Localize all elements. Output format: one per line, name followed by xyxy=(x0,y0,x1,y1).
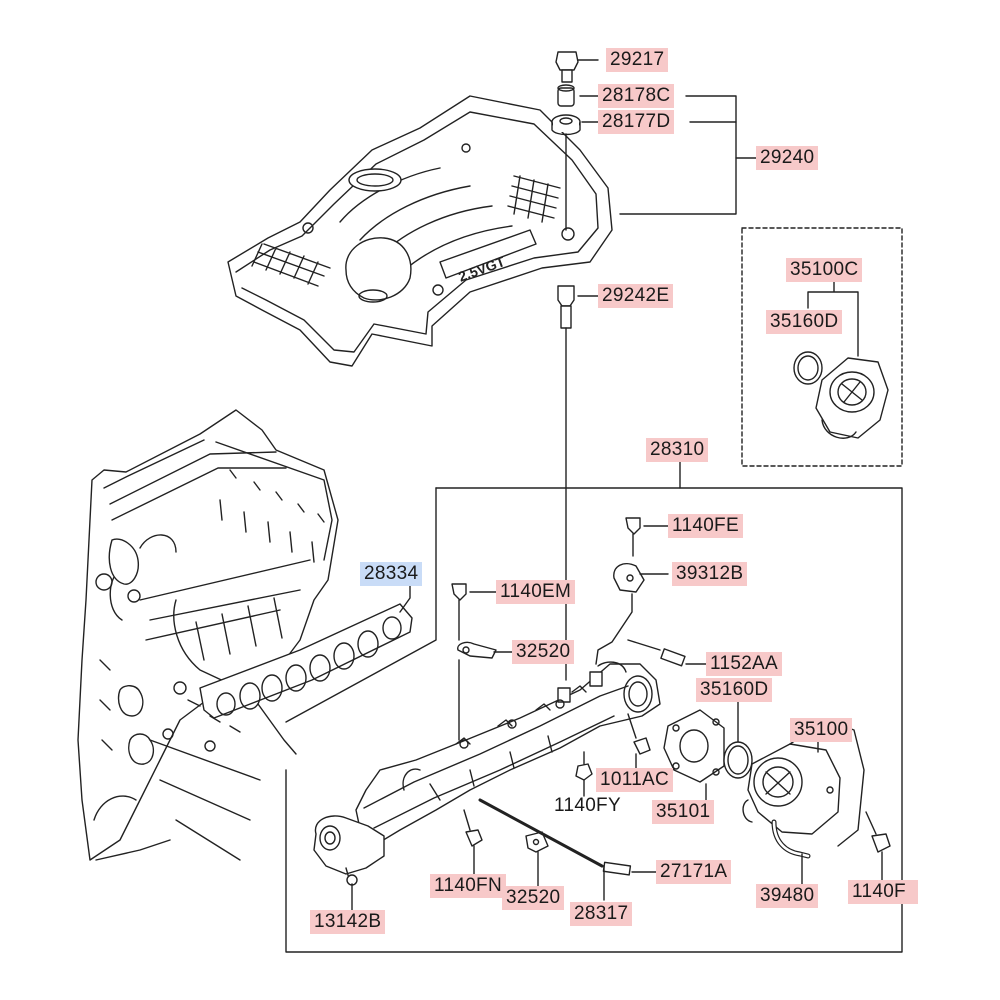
part-label-32520-top[interactable]: 32520 xyxy=(512,640,575,664)
bracket-32520-top-drawing[interactable] xyxy=(457,641,497,659)
part-label-1140F[interactable]: 1140F xyxy=(848,880,918,904)
part-label-39480[interactable]: 39480 xyxy=(756,884,819,908)
bracket-39312B-drawing[interactable] xyxy=(613,562,645,593)
inset-gasket-35160D[interactable] xyxy=(793,351,823,385)
water-outlet-13142B[interactable] xyxy=(313,815,385,886)
part-label-28177D[interactable]: 28177D xyxy=(598,110,675,134)
part-label-29242E[interactable]: 29242E xyxy=(598,284,674,308)
part-label-27171A[interactable]: 27171A xyxy=(656,860,732,884)
part-label-13142B[interactable]: 13142B xyxy=(310,910,386,934)
grommet-28177D-drawing[interactable] xyxy=(551,114,581,136)
stud-1152AA-drawing[interactable] xyxy=(660,648,686,667)
part-label-29217[interactable]: 29217 xyxy=(606,48,669,72)
part-label-1011AC[interactable]: 1011AC xyxy=(596,768,674,792)
part-label-1140FN[interactable]: 1140FN xyxy=(430,874,506,898)
hose-39480-drawing[interactable] xyxy=(771,819,811,859)
inset-box xyxy=(741,227,903,467)
part-label-35160D-inset[interactable]: 35160D xyxy=(766,310,843,334)
part-label-29240[interactable]: 29240 xyxy=(756,146,819,170)
nut-1140FY-drawing[interactable] xyxy=(575,751,593,781)
bolt-1011AC-drawing[interactable] xyxy=(627,713,651,755)
part-label-39312B[interactable]: 39312B xyxy=(672,562,748,586)
part-label-1152AA[interactable]: 1152AA xyxy=(706,652,783,676)
part-label-35100C[interactable]: 35100C xyxy=(786,258,863,282)
part-label-28334[interactable]: 28334 xyxy=(360,562,423,586)
manifold-28310[interactable] xyxy=(355,661,661,843)
bolt-1140FN-drawing[interactable] xyxy=(463,809,483,847)
part-label-28317[interactable]: 28317 xyxy=(570,902,633,926)
engine-cover[interactable] xyxy=(227,95,613,367)
group-box-28310 xyxy=(285,487,903,953)
part-label-1140EM[interactable]: 1140EM xyxy=(496,580,576,604)
part-label-28310[interactable]: 28310 xyxy=(646,438,709,462)
bolt-29217-drawing[interactable] xyxy=(555,51,579,83)
part-label-1140FE[interactable]: 1140FE xyxy=(668,514,743,538)
thermostat-housing-35100-drawing[interactable] xyxy=(742,719,865,847)
gasket-35101-drawing[interactable] xyxy=(663,709,725,783)
bush-28178C-drawing[interactable] xyxy=(557,84,575,107)
part-label-1140FY[interactable]: 1140FY xyxy=(554,795,621,816)
exhaust-gasket-28334[interactable] xyxy=(199,603,413,719)
inset-thermostat-housing-35100C[interactable] xyxy=(815,357,889,439)
stud-29242E-drawing[interactable] xyxy=(557,285,575,329)
bolt-1140EM-drawing[interactable] xyxy=(451,583,467,741)
engine-block[interactable] xyxy=(77,409,339,861)
part-label-28178C[interactable]: 28178C xyxy=(598,84,675,108)
part-label-32520-bottom[interactable]: 32520 xyxy=(502,886,565,910)
bolt-1140FE-drawing[interactable] xyxy=(625,517,641,557)
part-label-35160D[interactable]: 35160D xyxy=(696,678,773,702)
part-label-35101[interactable]: 35101 xyxy=(652,800,715,824)
part-label-35100[interactable]: 35100 xyxy=(790,718,853,742)
bolt-1140F-drawing[interactable] xyxy=(865,811,891,853)
o-ring-35160D-drawing[interactable] xyxy=(723,741,753,779)
